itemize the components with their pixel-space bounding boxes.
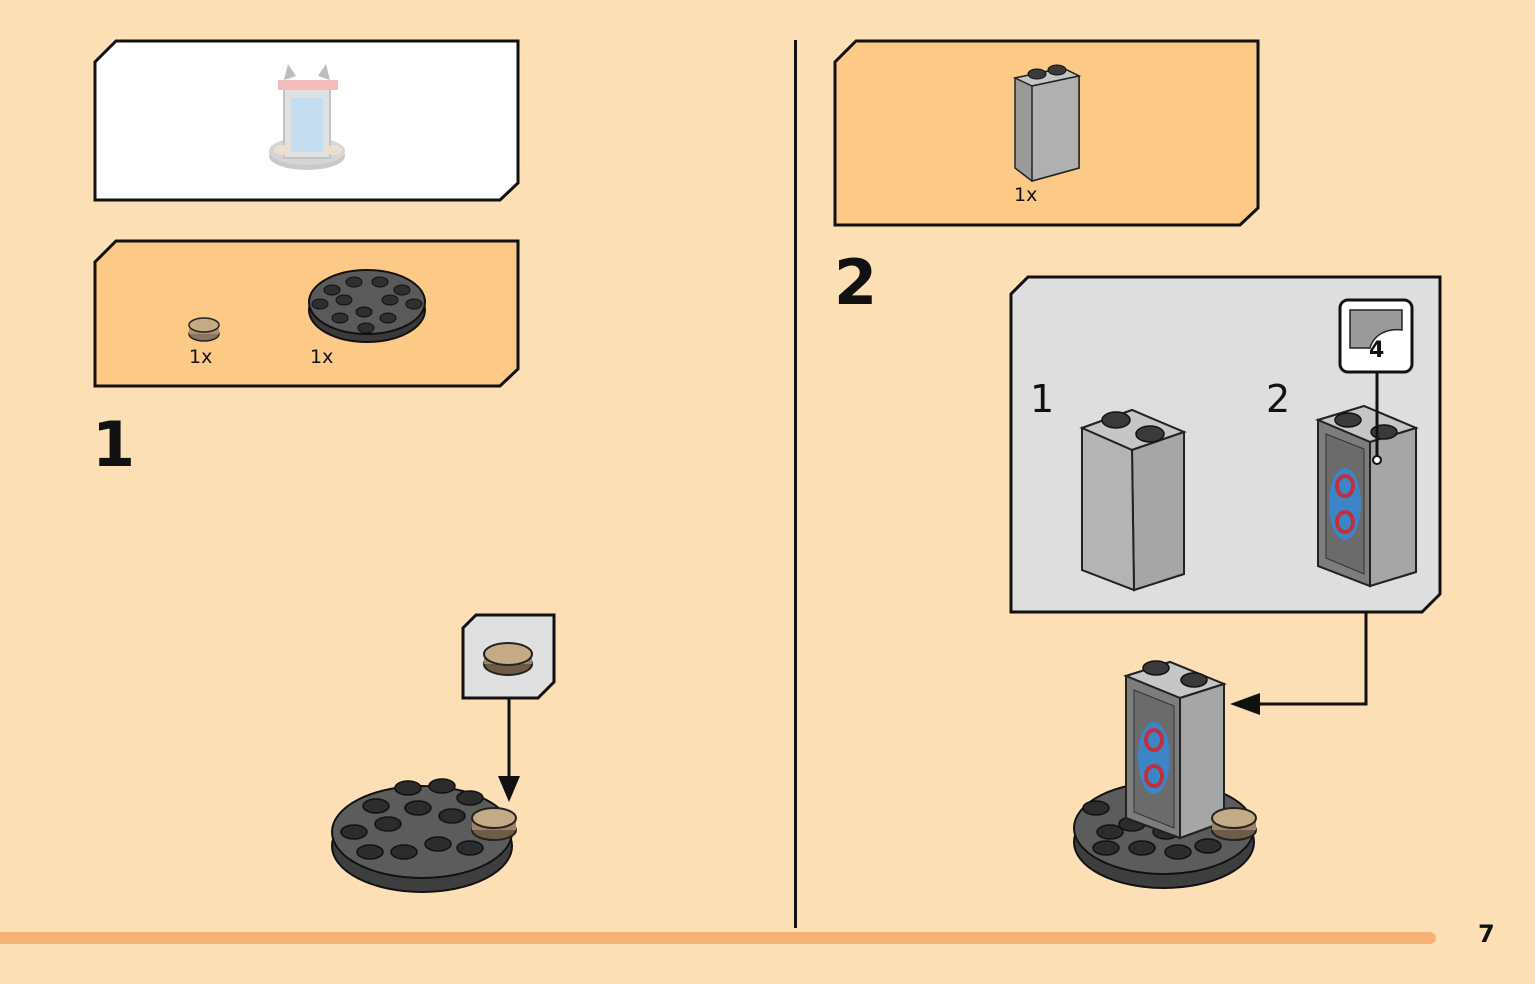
- assembly-arrow: [498, 698, 520, 802]
- round-tile-tan-icon: [1211, 807, 1257, 841]
- sub-assembly-box: [1009, 275, 1442, 614]
- printed-portal-brick-icon: [1123, 660, 1227, 840]
- brick-1x2x3-grey-icon: [1012, 64, 1082, 182]
- bottom-bar: [0, 932, 1436, 944]
- parts-list-box: [93, 239, 520, 388]
- sticker-number: 4: [1369, 338, 1385, 363]
- part-qty-plate: 1x: [310, 346, 334, 368]
- part-qty-brick: 1x: [1014, 184, 1038, 206]
- portal-assembly: [1073, 660, 1257, 889]
- page-number: 7: [1478, 920, 1495, 948]
- assembly-arrow-2: [1230, 612, 1368, 715]
- finished-model-preview-icon: [269, 64, 345, 170]
- part-qty-tile: 1x: [189, 346, 213, 368]
- sub-step-2: 2: [1266, 377, 1291, 421]
- sticker-icon: [1338, 298, 1414, 374]
- sub-step-1: 1: [1030, 377, 1055, 421]
- parts-list-box-step-2: [833, 39, 1260, 227]
- callout-box: [461, 613, 556, 700]
- round-tile-tan-icon: [188, 317, 220, 342]
- printed-portal-brick-icon: [1315, 404, 1419, 588]
- step-number: 1: [92, 408, 136, 481]
- preview-box: [93, 39, 520, 202]
- step-number-2: 2: [834, 246, 878, 319]
- round-tile-tan-icon: [483, 642, 533, 676]
- plain-grey-brick-icon: [1079, 408, 1187, 592]
- page-divider: [794, 40, 797, 928]
- round-tile-tan-icon: [471, 807, 517, 841]
- round-plate-assembly: [331, 778, 517, 893]
- round-plate-dark-grey-icon: [308, 269, 426, 343]
